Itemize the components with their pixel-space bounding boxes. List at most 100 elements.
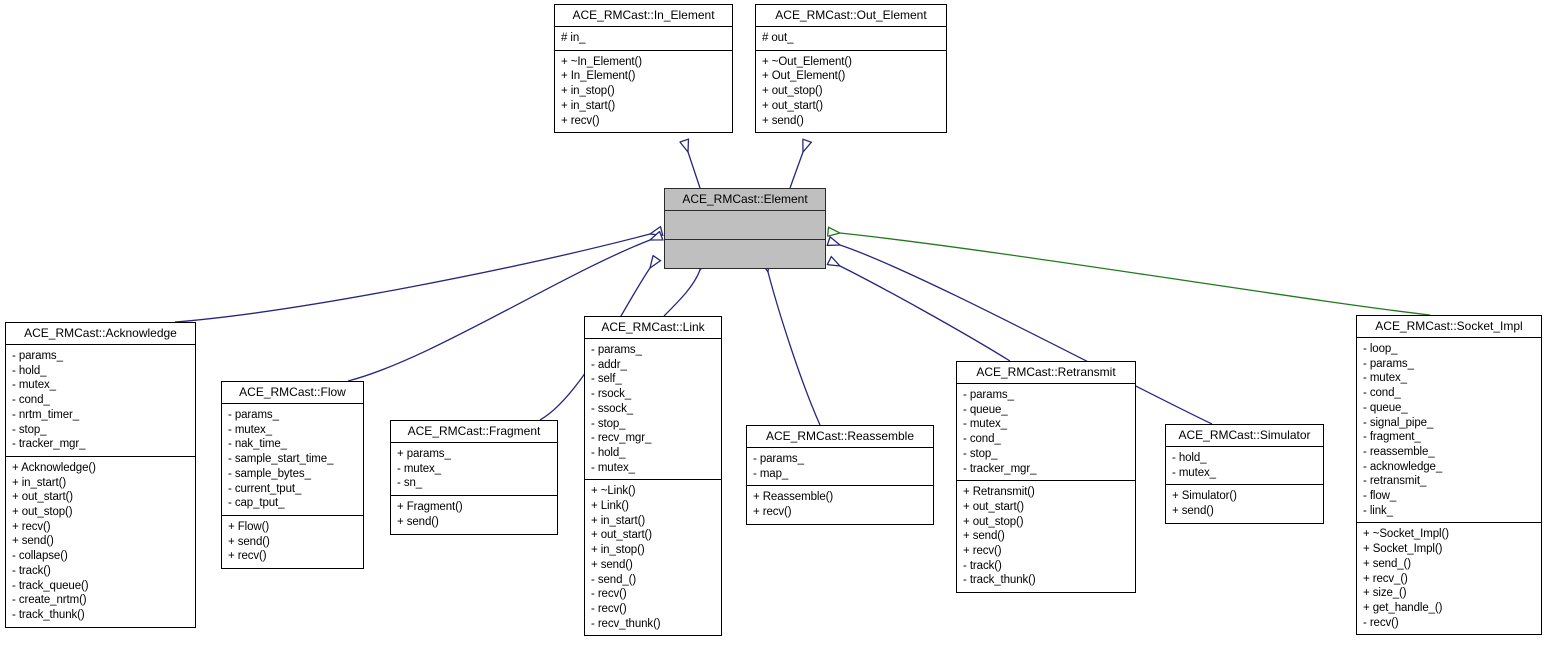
attribute-row: - flow_ (1363, 490, 1397, 503)
edge-element-to-in-element (688, 152, 701, 189)
attribute-row: # out_ (762, 32, 794, 44)
operation-row: + size_() (1363, 587, 1407, 600)
operation-row: + recv_() (1363, 572, 1408, 585)
attribute-row: - reassemble_ (1363, 445, 1435, 458)
operation-row: + out_stop() (12, 506, 73, 519)
attribute-row: - hold_ (591, 446, 626, 459)
class-box-reassemble[interactable]: ACE_RMCast::Reassemble - params_- map_ +… (746, 425, 934, 525)
attribute-row: - mutex_ (228, 423, 272, 436)
class-box-element[interactable]: ACE_RMCast::Element (664, 188, 826, 269)
attribute-row: - sn_ (397, 477, 423, 490)
attribute-row: - tracker_mgr_ (963, 462, 1037, 475)
operation-row: - recv() (591, 602, 627, 615)
class-box-in-element[interactable]: ACE_RMCast::In_Element # in_ + ~In_Eleme… (554, 4, 733, 134)
class-operations-acknowledge: + Acknowledge()+ in_start()+ out_start()… (6, 457, 195, 627)
attribute-row: - sample_start_time_ (228, 453, 334, 466)
class-operations-out-element: + ~Out_Element() + Out_Element() + out_sto… (756, 51, 946, 133)
class-box-flow[interactable]: ACE_RMCast::Flow - params_- mutex_- nak_… (221, 381, 364, 570)
operation-row: - recv_thunk() (591, 617, 661, 630)
operation-row: + recv() (963, 545, 1002, 558)
operation-row: + Out_Element() (762, 70, 846, 83)
attribute-row: - mutex_ (591, 461, 635, 474)
attribute-row: - mutex_ (1172, 466, 1216, 479)
operation-row: + recv() (12, 520, 51, 533)
edge-element-to-out-element (789, 152, 803, 189)
operation-row: + In_Element() (561, 70, 636, 83)
operation-row: + send() (12, 535, 54, 548)
edge-retransmit-to-element (840, 266, 1011, 362)
attribute-row: - queue_ (1363, 401, 1408, 414)
class-box-out-element[interactable]: ACE_RMCast::Out_Element # out_ + ~Out_El… (755, 4, 947, 134)
class-operations-reassemble: + Reassemble()+ recv() (747, 486, 933, 523)
operation-row: + in_start() (12, 476, 67, 489)
attribute-row: - current_tput_ (228, 482, 302, 495)
operation-row: - send_() (591, 573, 637, 586)
class-operations-link: + ~Link()+ Link()+ in_start()+ out_start… (585, 480, 721, 635)
class-box-socket-impl[interactable]: ACE_RMCast::Socket_Impl - loop_- params_… (1356, 315, 1542, 636)
class-box-link[interactable]: ACE_RMCast::Link - params_- addr_- self_… (584, 316, 722, 637)
class-title-element: ACE_RMCast::Element (665, 189, 825, 211)
attribute-row: - params_ (12, 350, 63, 362)
attribute-row: - cond_ (1363, 387, 1401, 400)
attribute-row: - cond_ (963, 433, 1001, 446)
class-title-fragment: ACE_RMCast::Fragment (391, 421, 557, 443)
attribute-row: - queue_ (963, 403, 1008, 416)
attribute-row: - params_ (228, 409, 279, 421)
operation-row: + ~In_Element() (561, 55, 642, 68)
class-attributes-socket-impl: - loop_- params_- mutex_- cond_- queue_-… (1357, 338, 1541, 524)
class-box-simulator[interactable]: ACE_RMCast::Simulator - hold_- mutex_ + … (1165, 424, 1324, 524)
class-operations-simulator: + Simulator() + send() (1166, 485, 1323, 522)
attribute-row: - signal_pipe_ (1363, 416, 1434, 429)
operation-row: + Simulator() (1172, 490, 1237, 503)
attribute-row: - stop_ (963, 447, 998, 460)
attribute-row: - mutex_ (397, 462, 441, 475)
attribute-row: - hold_ (12, 364, 47, 377)
class-attributes-in-element: # in_ (555, 27, 732, 51)
attribute-row: - nrtm_timer_ (12, 408, 80, 421)
attribute-row: - loop_ (1363, 343, 1398, 355)
class-attributes-flow: - params_- mutex_- nak_time_- sample_sta… (222, 404, 363, 516)
operation-row: + send() (1172, 505, 1214, 518)
class-attributes-element (665, 211, 825, 240)
class-title-out-element: ACE_RMCast::Out_Element (756, 5, 946, 27)
operation-row: - track() (963, 559, 1002, 572)
attribute-row: - tracker_mgr_ (12, 438, 86, 451)
operation-row: + send_() (1363, 557, 1412, 570)
attribute-row: - params_ (963, 389, 1014, 401)
operation-row: + recv() (561, 114, 600, 127)
class-attributes-reassemble: - params_- map_ (747, 448, 933, 487)
attribute-row: - params_ (753, 453, 804, 465)
class-attributes-link: - params_- addr_- self_- rsock_- ssock_-… (585, 339, 721, 481)
class-attributes-out-element: # out_ (756, 27, 946, 51)
attribute-row: - self_ (591, 373, 622, 386)
attribute-row: - mutex_ (1363, 372, 1407, 385)
operation-row: - create_nrtm() (12, 594, 87, 607)
class-box-fragment[interactable]: ACE_RMCast::Fragment + params_- mutex_- … (390, 420, 558, 535)
edge-acknowledge-to-element (174, 234, 650, 323)
operation-row: - track_queue() (12, 579, 89, 592)
edge-reassemble-to-element (768, 272, 821, 426)
class-box-acknowledge[interactable]: ACE_RMCast::Acknowledge - params_- hold_… (5, 322, 196, 628)
class-attributes-simulator: - hold_- mutex_ (1166, 447, 1323, 486)
operation-row: - track_thunk() (963, 574, 1036, 587)
attribute-row: - stop_ (12, 423, 47, 436)
operation-row: + in_stop() (591, 544, 645, 557)
attribute-row: - stop_ (591, 417, 626, 430)
operation-row: + Socket_Impl() (1363, 543, 1443, 556)
operation-row: + ~Out_Element() (762, 55, 852, 68)
class-title-in-element: ACE_RMCast::In_Element (555, 5, 732, 27)
operation-row: + in_start() (561, 99, 616, 112)
class-operations-fragment: + Fragment()+ send() (391, 496, 557, 533)
operation-row: + out_stop() (762, 85, 823, 98)
attribute-row: - ssock_ (591, 402, 634, 415)
operation-row: + send() (963, 530, 1005, 543)
class-title-retransmit: ACE_RMCast::Retransmit (957, 362, 1135, 384)
operation-row: + send() (228, 535, 270, 548)
attribute-row: + params_ (397, 448, 451, 460)
class-title-link: ACE_RMCast::Link (585, 317, 721, 339)
operation-row: + out_start() (12, 491, 74, 504)
class-title-simulator: ACE_RMCast::Simulator (1166, 425, 1323, 447)
class-box-retransmit[interactable]: ACE_RMCast::Retransmit - params_- queue_… (956, 361, 1136, 594)
attribute-row: - rsock_ (591, 388, 632, 401)
